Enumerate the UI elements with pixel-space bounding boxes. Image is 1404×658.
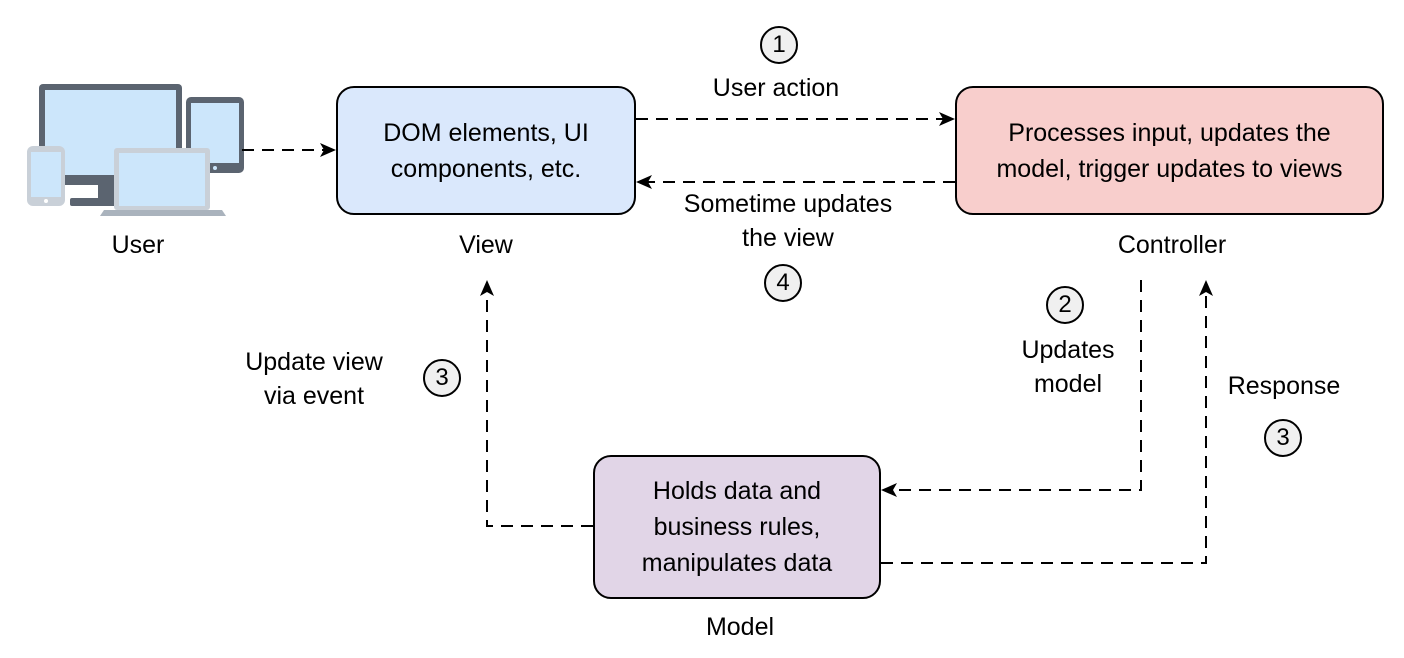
step-badge-4: 4 <box>764 264 802 302</box>
step-badge-1: 1 <box>760 26 798 64</box>
view-text-line: components, etc. <box>390 154 582 183</box>
model-node: Holds data and business rules, manipulat… <box>593 455 881 599</box>
view-label: View <box>459 231 513 259</box>
model-text-line: business rules, <box>653 513 821 541</box>
view-text-line: DOM elements, UI <box>383 118 589 147</box>
arrowhead-user-to-view <box>320 143 336 157</box>
view-node: DOM elements, UI components, etc. <box>336 86 636 215</box>
controller-text-line: Processes input, updates the <box>1008 118 1331 147</box>
arrowhead-controller-to-view <box>636 175 652 189</box>
update-view-via-event-label: Update view via event <box>245 348 383 410</box>
edge-model-to-controller <box>881 292 1207 564</box>
model-label: Model <box>705 613 775 641</box>
step-badge-3-view: 3 <box>423 359 461 397</box>
arrowhead-model-to-view <box>480 280 494 296</box>
arrowhead-model-to-controller <box>1199 280 1213 296</box>
response-label: Response <box>1227 372 1341 400</box>
model-text-line: manipulates data <box>641 549 833 577</box>
controller-label: Controller <box>1117 231 1227 259</box>
sometime-updates-label: Sometime updates the view <box>683 190 893 252</box>
model-text-line: Holds data and <box>652 477 822 505</box>
step-badge-3-response: 3 <box>1264 419 1302 457</box>
arrowhead-controller-to-model <box>881 483 897 497</box>
user-label: User <box>111 231 165 259</box>
controller-node: Processes input, updates the model, trig… <box>955 86 1384 215</box>
updates-model-label: Updates model <box>1021 336 1115 398</box>
edge-model-to-view <box>486 292 593 527</box>
arrowhead-view-to-controller <box>939 112 955 126</box>
user-action-label: User action <box>712 74 840 102</box>
controller-text-line: model, trigger updates to views <box>996 154 1343 183</box>
edge-controller-to-model <box>893 280 1142 491</box>
devices-icon <box>27 84 244 216</box>
step-badge-2: 2 <box>1046 286 1084 324</box>
